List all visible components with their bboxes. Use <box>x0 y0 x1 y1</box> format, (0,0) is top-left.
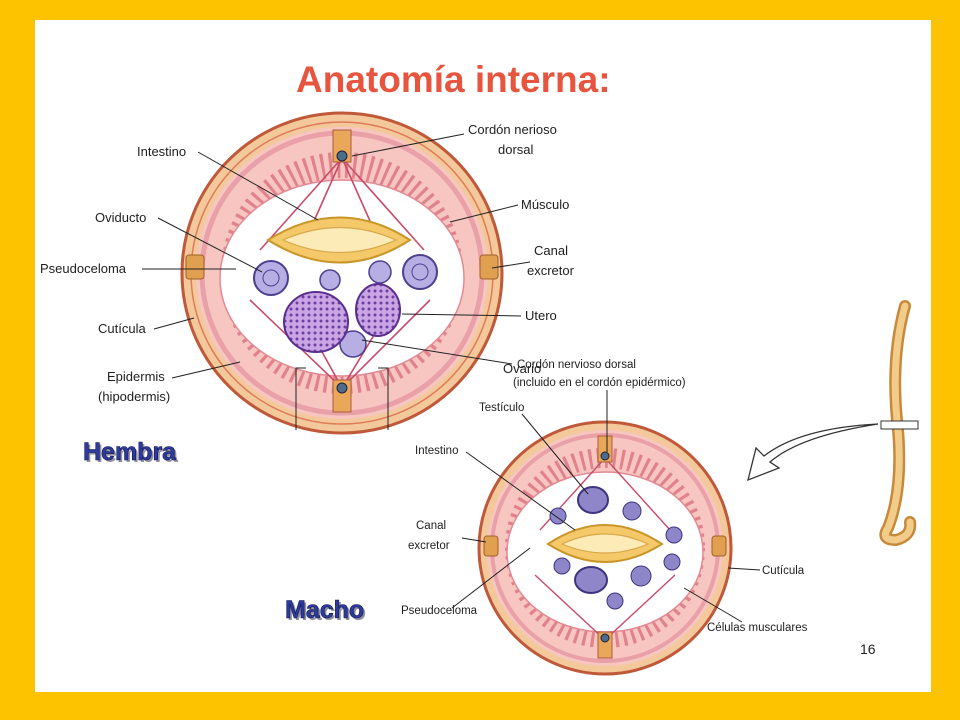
label-cuticula-female: Cutícula <box>98 321 146 336</box>
caption-hembra-shadow: Hembra <box>85 440 179 468</box>
arrow-icon <box>747 423 879 482</box>
label-canal-male-2: excretor <box>408 540 450 552</box>
label-intestino-female: Intestino <box>137 144 186 159</box>
label-pseudoceloma-female: Pseudoceloma <box>40 261 127 276</box>
label-epidermis-2: (hipodermis) <box>98 389 170 404</box>
leader-musculo <box>449 204 519 223</box>
label-oviducto: Oviducto <box>95 210 146 225</box>
leader-utero <box>401 313 522 317</box>
leader-testiculo <box>521 413 589 495</box>
male-labels: Cordón nervioso dorsal (incluido en el c… <box>401 359 808 634</box>
label-musculo: Músculo <box>521 197 569 212</box>
female-cross-section <box>180 111 504 435</box>
page-number: 16 <box>860 641 876 657</box>
label-cordon-note-male: (incluido en el cordón epidérmico) <box>513 377 686 389</box>
leader-cuticula-male <box>727 567 761 571</box>
leader-pseudoceloma-male <box>451 547 531 609</box>
label-ovario: Ovario <box>503 361 541 376</box>
caption-macho: Macho <box>285 596 364 624</box>
label-testiculo: Testículo <box>479 402 524 414</box>
leader-oviducto <box>157 217 263 273</box>
label-canal-male-1: Canal <box>416 520 446 532</box>
female-labels: Intestino Cordón nerioso dorsal Oviducto… <box>40 122 575 404</box>
label-cordon-female-1: Cordón nerioso <box>468 122 557 137</box>
label-intestino-male: Intestino <box>415 445 458 457</box>
label-canal-female-2: excretor <box>527 263 575 278</box>
label-cordon-dorsal-male: Cordón nervioso dorsal <box>517 359 636 371</box>
worm-illustration <box>879 300 919 547</box>
leader-canal-male <box>461 537 487 543</box>
leader-ovario <box>361 339 513 365</box>
leader-celulas <box>683 587 743 623</box>
leader-intestino-female <box>197 151 319 221</box>
leader-epidermis <box>171 361 241 379</box>
male-cross-section <box>477 420 733 676</box>
leader-cordon-female <box>351 133 465 157</box>
leader-canal-female <box>491 261 531 269</box>
caption-hembra: Hembra <box>83 438 177 466</box>
leader-cuticula-female <box>153 317 195 330</box>
label-cuticula-male: Cutícula <box>762 565 805 577</box>
caption-macho-shadow: Macho <box>287 598 366 626</box>
label-epidermis-1: Epidermis <box>107 369 165 384</box>
label-pseudoceloma-male: Pseudoceloma <box>401 605 478 617</box>
label-celulas-musculares: Células musculares <box>707 622 808 634</box>
label-cordon-female-2: dorsal <box>498 142 534 157</box>
leader-intestino-male <box>465 451 576 531</box>
label-utero: Utero <box>525 308 557 323</box>
slide-title: Anatomía interna: <box>296 59 611 100</box>
label-canal-female-1: Canal <box>534 243 568 258</box>
